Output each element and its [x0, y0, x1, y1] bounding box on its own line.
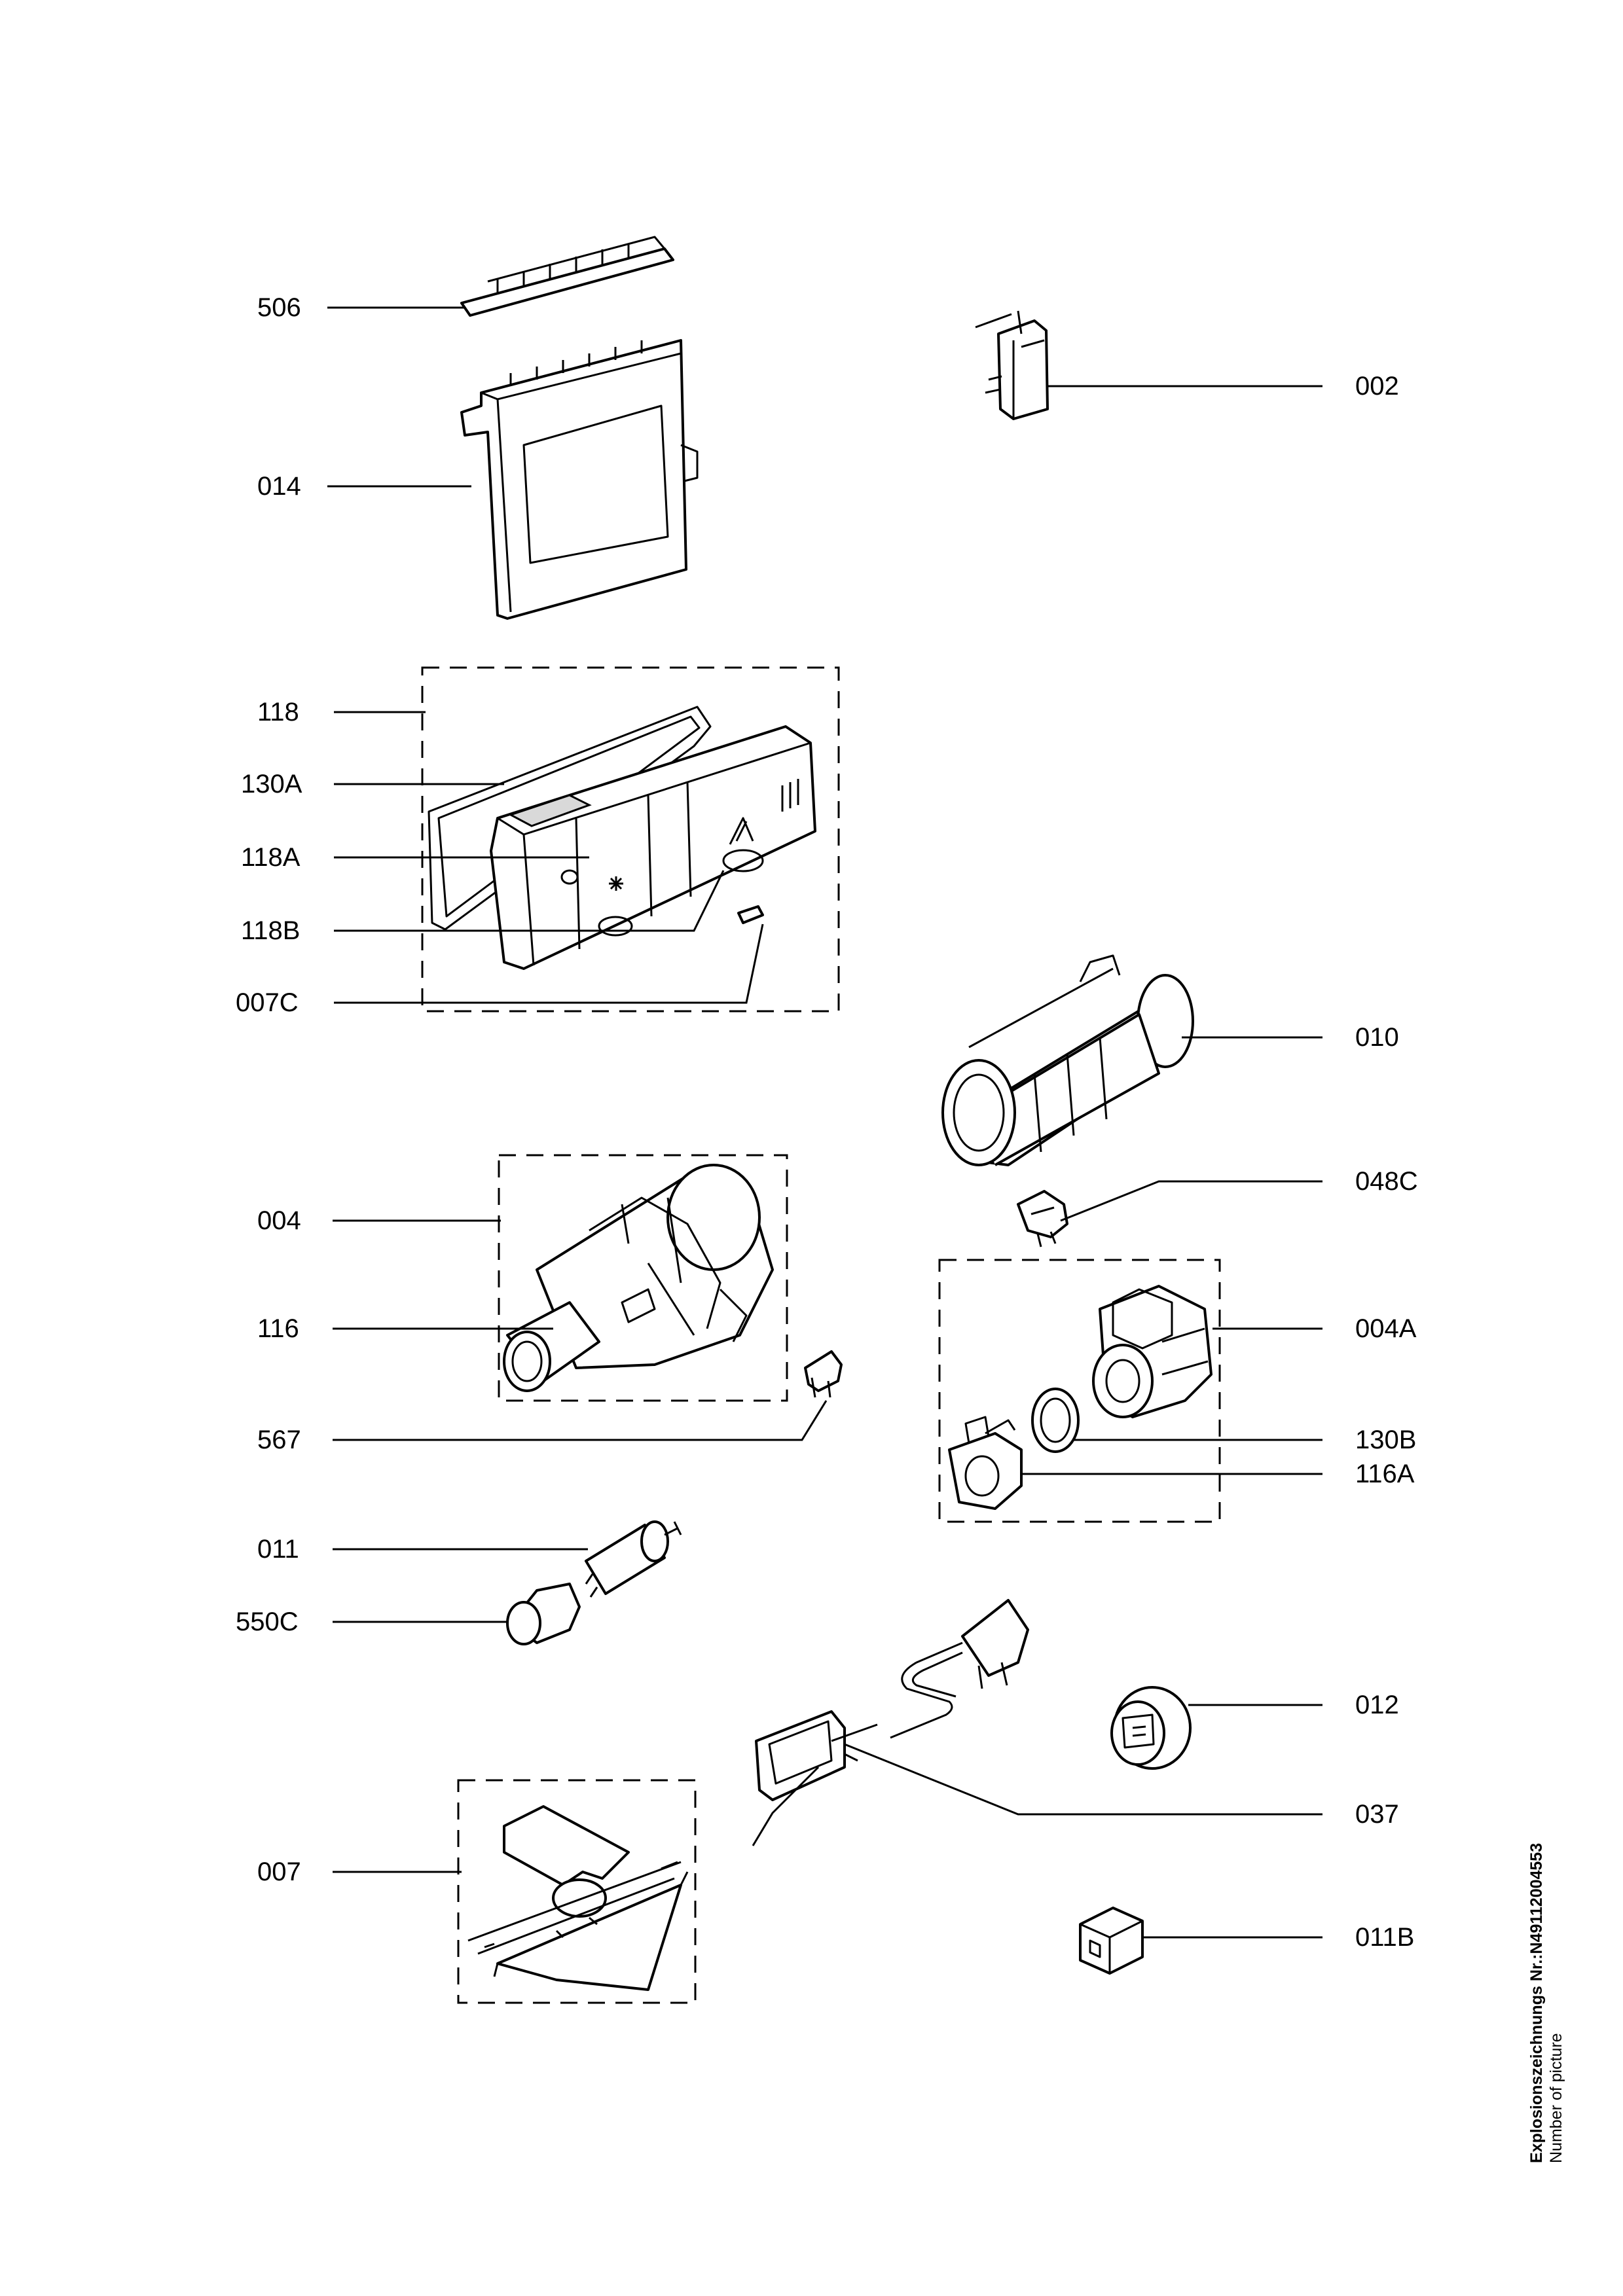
leader-118B — [334, 870, 725, 932]
label-116A: 116A — [1355, 1460, 1415, 1488]
label-007: 007 — [257, 1857, 301, 1886]
label-011B: 011B — [1355, 1923, 1414, 1952]
part-007-spray-arm — [467, 1805, 689, 1991]
picture-number-caption: Number of picture — [1547, 2033, 1565, 2163]
label-010: 010 — [1355, 1023, 1399, 1052]
label-004: 004 — [257, 1206, 301, 1235]
label-550C: 550C — [236, 1607, 299, 1636]
label-118B: 118B — [241, 916, 300, 945]
part-004A-drain-pump — [1092, 1285, 1213, 1418]
footer-caption: Explosionszeichnungs Nr.:N49112004553 Nu… — [1527, 1843, 1565, 2163]
part-011-capacitor — [585, 1520, 682, 1598]
part-130A-gasket — [428, 706, 712, 931]
label-002: 002 — [1355, 372, 1399, 401]
label-116: 116 — [257, 1314, 299, 1343]
label-506: 506 — [257, 293, 301, 322]
part-037-cable-clamp — [752, 1710, 878, 1846]
leader-567 — [333, 1400, 828, 1441]
label-014: 014 — [257, 472, 301, 501]
part-550C-cap — [506, 1583, 581, 1645]
label-118A: 118A — [241, 843, 301, 872]
label-567: 567 — [257, 1426, 301, 1454]
label-012: 012 — [1355, 1691, 1399, 1719]
label-037: 037 — [1355, 1800, 1399, 1829]
part-506-display-strip — [460, 236, 674, 317]
group-box-004 — [498, 1154, 788, 1402]
label-007C: 007C — [236, 988, 299, 1017]
part-048C-sensor — [1017, 1190, 1068, 1247]
label-011: 011 — [257, 1535, 299, 1564]
leader-007C — [334, 924, 764, 1004]
part-010-heater — [941, 954, 1194, 1166]
part-002-switch — [975, 310, 1049, 420]
leader-048C — [1060, 1180, 1322, 1222]
part-130B-seal-ring — [1031, 1388, 1080, 1453]
part-567-clamp — [804, 1350, 843, 1398]
label-048C: 048C — [1355, 1167, 1418, 1196]
group-box-118 — [421, 666, 840, 1013]
part-004-circulation-pump — [503, 1164, 774, 1392]
label-004A: 004A — [1355, 1314, 1417, 1343]
part-mains-plug-cord — [890, 1599, 1029, 1739]
group-box-004A — [938, 1259, 1221, 1523]
label-130B: 130B — [1355, 1426, 1416, 1454]
part-011B-relay — [1079, 1907, 1144, 1975]
part-012-pressure-switch — [1110, 1686, 1192, 1770]
label-130A: 130A — [241, 770, 302, 798]
leader-037 — [844, 1743, 1322, 1816]
part-118-dispenser — [428, 706, 816, 970]
part-116A-drain-valve — [948, 1416, 1023, 1510]
part-007C-clip — [737, 905, 764, 924]
picture-number: Explosionszeichnungs Nr.:N49112004553 — [1527, 1843, 1546, 2163]
part-014-control-module — [460, 339, 699, 620]
label-118: 118 — [257, 698, 299, 726]
group-box-007 — [457, 1779, 697, 2004]
